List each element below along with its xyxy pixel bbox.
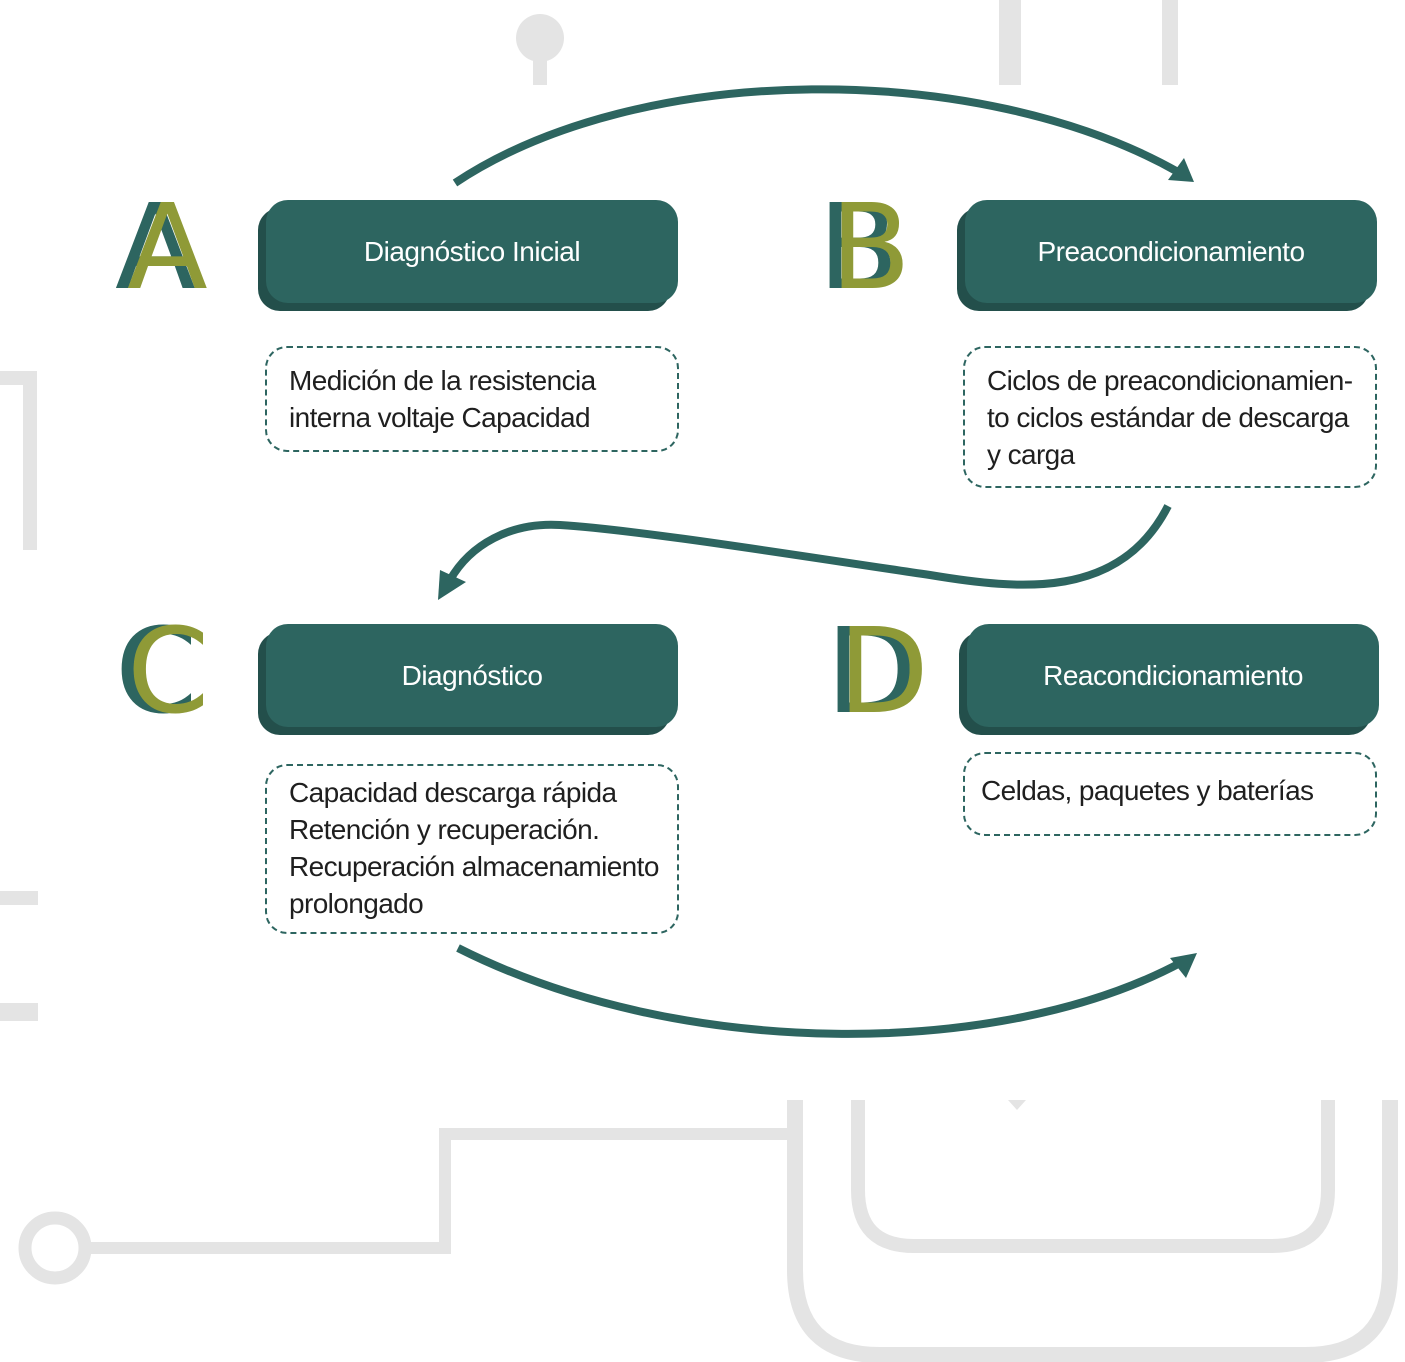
step-d-title: Reacondicionamiento [1043, 659, 1303, 691]
step-c-title-box: Diagnóstico [266, 624, 678, 727]
step-d-title-box: Reacondicionamiento [967, 624, 1379, 727]
step-b-desc-line: to ciclos estándar de descarga [987, 402, 1349, 433]
step-a-title: Diagnóstico Inicial [363, 235, 581, 267]
step-a-letter: A A [115, 188, 245, 308]
step-c-title: Diagnóstico [401, 659, 543, 691]
step-c-letter-shadow: C [115, 602, 198, 740]
step-a-desc-line: Medición de la resistencia [289, 365, 596, 396]
step-c-desc-line: Retención y recuperación. [289, 814, 600, 845]
step-c-letter: C C [115, 612, 245, 732]
step-a-letter-shadow: A [115, 178, 196, 316]
step-a-title-box: Diagnóstico Inicial [266, 200, 678, 303]
step-b-description: Ciclos de preacondicionamien- to ciclos … [963, 346, 1377, 488]
step-b-letter-shadow: B [818, 178, 899, 316]
step-d-letter-accent: D [838, 602, 929, 740]
step-a-desc-line: interna voltaje Capacidad [289, 402, 591, 433]
step-d-letter-shadow: D [826, 602, 917, 740]
step-a-description: Medición de la resistencia interna volta… [265, 346, 679, 452]
step-b-title-box: Preacondicionamiento [965, 200, 1377, 303]
step-b-title: Preacondicionamiento [1037, 235, 1305, 267]
step-d-description: Celdas, paquetes y baterías [963, 752, 1377, 836]
step-c-desc-line: Capacidad descarga rápida [289, 777, 617, 808]
step-a-letter-accent: A [127, 178, 208, 316]
step-c-desc-line: Recuperación almacenamiento [289, 851, 659, 882]
step-c-description: Capacidad descarga rápida Retención y re… [265, 764, 679, 934]
step-b-letter-accent: B [830, 178, 911, 316]
step-d-letter: D D [826, 612, 956, 732]
step-b-desc-line: Ciclos de preacondicionamien- [987, 365, 1353, 396]
step-d-desc-line: Celdas, paquetes y baterías [981, 775, 1314, 806]
step-c-letter-accent: C [127, 602, 210, 740]
step-b-desc-line: y carga [987, 439, 1075, 470]
step-b-letter: B B [818, 188, 948, 308]
step-c-desc-line: prolongado [289, 888, 424, 919]
